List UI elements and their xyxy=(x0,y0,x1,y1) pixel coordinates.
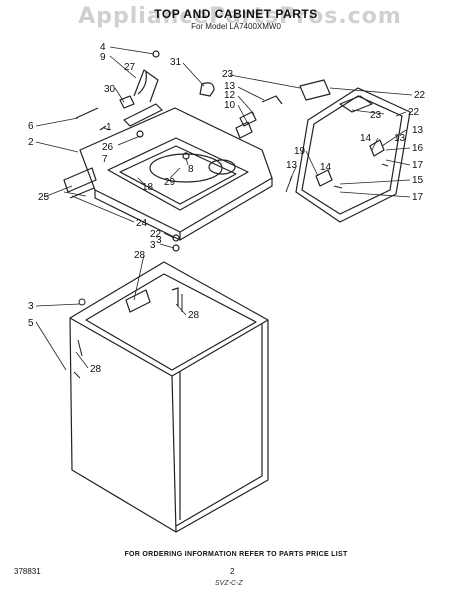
callout-labels: 4 9 27 30 31 23 13 12 10 6 1 2 26 7 8 29… xyxy=(28,42,426,375)
callout-20: 22 xyxy=(408,107,420,118)
callout-21: 22 xyxy=(150,229,162,240)
callout-28a: 28 xyxy=(188,310,200,321)
callout-3a: 3 xyxy=(150,240,156,251)
cabinet-drawing xyxy=(69,261,269,533)
ordering-footer: FOR ORDERING INFORMATION REFER TO PARTS … xyxy=(124,551,348,558)
page-title: TOP AND CABINET PARTS xyxy=(154,7,318,21)
callout-29: 28 xyxy=(134,250,146,261)
callout-13a: 13 xyxy=(412,125,424,136)
callout-3b: 3 xyxy=(28,301,34,312)
callout-13b: 13 xyxy=(286,160,298,171)
callout-14b: 14 xyxy=(320,162,332,173)
callout-25: 25 xyxy=(38,192,50,203)
callout-14a: 14 xyxy=(360,133,372,144)
callout-19: 19 xyxy=(294,146,306,157)
callout-7: 7 xyxy=(102,154,108,165)
leader-lines xyxy=(35,46,413,371)
callout-15: 15 xyxy=(412,175,424,186)
callout-27: 27 xyxy=(124,62,136,73)
callout-13c: 13 xyxy=(394,133,406,144)
callout-28b: 28 xyxy=(90,364,102,375)
callout-5: 5 xyxy=(28,318,34,329)
callout-4: 4 xyxy=(100,42,106,53)
callout-10: 10 xyxy=(224,100,236,111)
revision-code: SVZ-C-Z xyxy=(215,580,243,587)
callout-22b: 23 xyxy=(370,110,382,121)
callout-8: 8 xyxy=(188,164,194,175)
callout-6: 6 xyxy=(28,121,34,132)
callout-18: 18 xyxy=(142,182,154,193)
callout-9: 9 xyxy=(100,52,106,63)
document-number: 378831 xyxy=(14,567,41,576)
callout-31: 30 xyxy=(104,84,116,95)
top-panel-drawing xyxy=(79,107,273,241)
callout-24: 24 xyxy=(136,218,148,229)
callout-17b: 17 xyxy=(412,192,424,203)
callout-26: 26 xyxy=(102,142,114,153)
callout-16: 16 xyxy=(412,143,424,154)
small-parts-drawing xyxy=(63,50,331,252)
lid-drawing xyxy=(295,87,411,223)
callout-12: 13 xyxy=(224,81,236,92)
callout-22a: 22 xyxy=(414,90,426,101)
model-line: For Model LA7400XMW0 xyxy=(191,22,281,31)
hinge-bracket-drawing xyxy=(119,69,163,127)
page-number: 2 xyxy=(230,567,235,576)
callout-23: 23 xyxy=(222,69,234,80)
fasteners-drawing xyxy=(73,163,389,379)
callout-3c: 3 xyxy=(156,235,162,246)
callout-33: 31 xyxy=(170,57,182,68)
callout-17a: 17 xyxy=(412,160,424,171)
callout-30: 29 xyxy=(164,177,176,188)
callout-11: 12 xyxy=(224,90,236,101)
callout-1: 1 xyxy=(106,122,112,133)
callout-2: 2 xyxy=(28,137,34,148)
